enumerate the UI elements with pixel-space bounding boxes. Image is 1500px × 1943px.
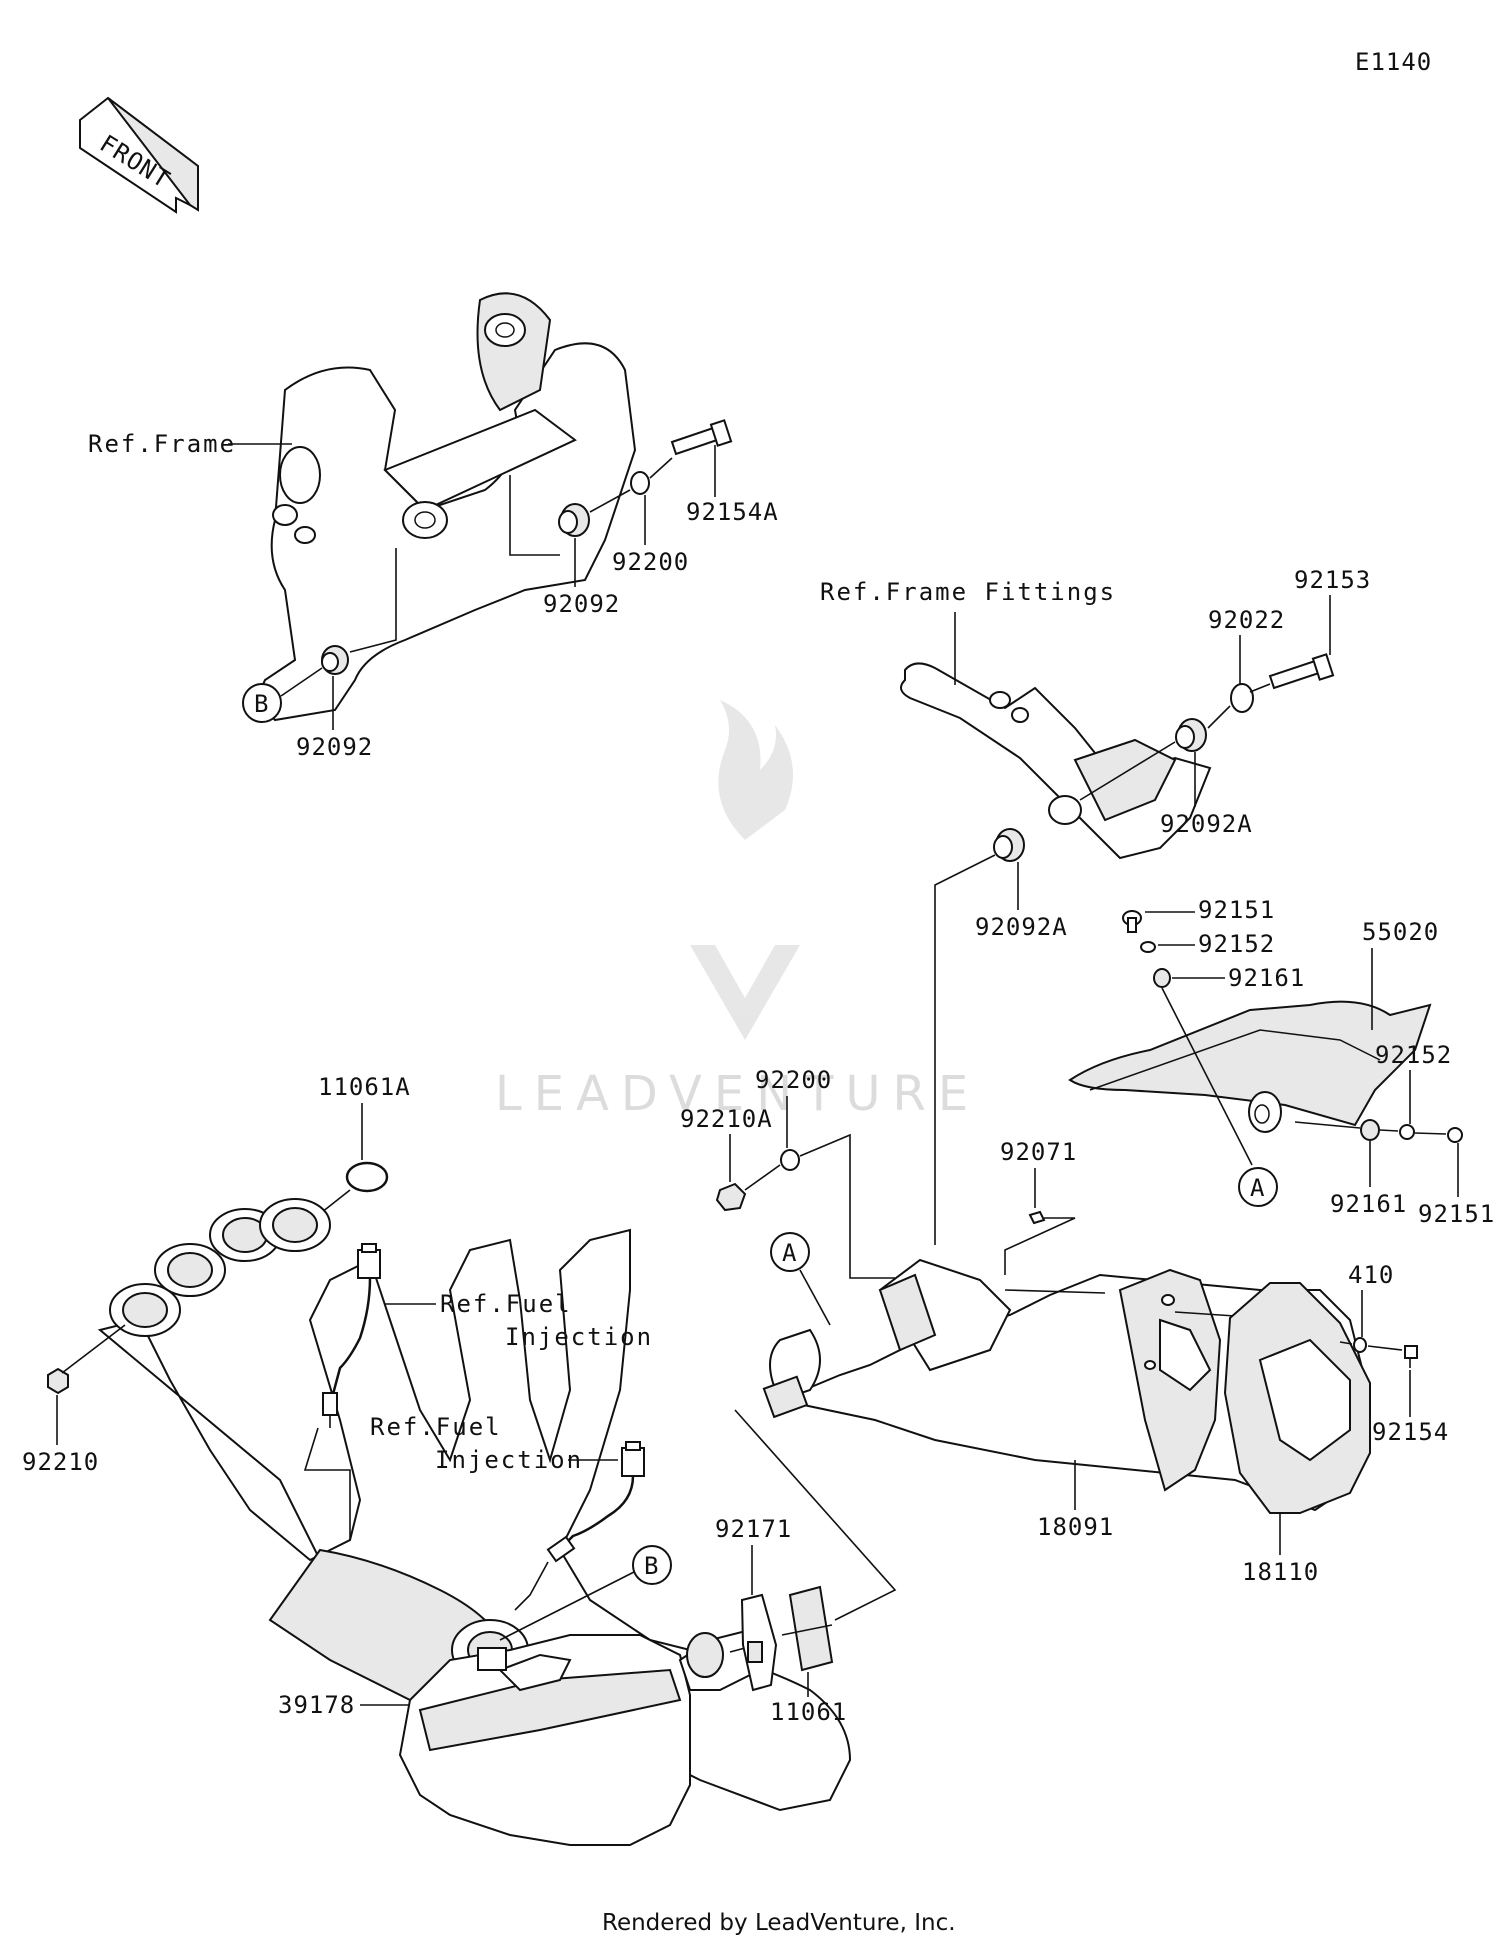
callout-a-right <box>1238 1167 1278 1207</box>
ref-frame: Ref.Frame <box>88 430 236 458</box>
callout-a-left-label: A <box>782 1239 797 1267</box>
part-92200-mid: 92200 <box>755 1066 832 1094</box>
bushing-92092-left <box>321 645 349 675</box>
washer-92200 <box>630 471 650 495</box>
watermark: LEADVENTURE <box>495 700 980 1122</box>
bolt-92153 <box>1268 653 1335 690</box>
frame-assembly <box>260 292 637 722</box>
part-92210: 92210 <box>22 1448 99 1476</box>
fastener-stack-right <box>1360 1119 1463 1143</box>
ref-fuel-injection-1-line2: Injection <box>505 1323 653 1351</box>
callout-b-lower <box>632 1545 672 1585</box>
nut-92210A <box>715 1182 747 1212</box>
part-92151-right: 92151 <box>1418 1200 1495 1228</box>
gasket-11061A <box>345 1161 389 1193</box>
footer-credit: Rendered by LeadVenture, Inc. <box>602 1910 956 1936</box>
silencer-18091 <box>762 1258 1372 1512</box>
o2-sensor-upper <box>322 1243 381 1428</box>
part-92092-left: 92092 <box>296 733 373 761</box>
part-92151-top: 92151 <box>1198 896 1275 924</box>
part-92210A: 92210A <box>680 1105 773 1133</box>
washer-92022 <box>1230 683 1254 713</box>
frame-fittings <box>900 662 1212 860</box>
bushing-92092-top <box>558 503 590 537</box>
part-92152-right: 92152 <box>1375 1041 1452 1069</box>
part-92152-top: 92152 <box>1198 930 1275 958</box>
part-11061A: 11061A <box>318 1073 411 1101</box>
part-92171: 92171 <box>715 1515 792 1543</box>
part-39178: 39178 <box>278 1691 355 1719</box>
ref-frame-fittings: Ref.Frame Fittings <box>820 578 1116 606</box>
watermark-text: LEADVENTURE <box>495 1066 980 1122</box>
callout-b-lower-label: B <box>644 1552 659 1580</box>
o2-sensor-lower <box>546 1441 645 1563</box>
bushing-92092A-lower <box>993 828 1025 862</box>
callout-b-left <box>242 683 282 723</box>
header-flanges <box>109 1198 331 1337</box>
clamp-92171 <box>740 1593 778 1692</box>
fastener-stack-top <box>1122 910 1171 988</box>
diagram-code: E1140 <box>1355 48 1432 76</box>
washer-92200-mid <box>780 1149 800 1171</box>
part-92092A-lower: 92092A <box>975 913 1068 941</box>
callout-a-right-label: A <box>1250 1174 1265 1202</box>
part-92154: 92154 <box>1372 1418 1449 1446</box>
ref-fuel-injection-1-line1: Ref.Fuel <box>440 1290 572 1318</box>
bolt-92154A <box>670 419 733 456</box>
callout-b-left-label: B <box>254 690 269 718</box>
part-92092-top: 92092 <box>543 590 620 618</box>
part-92022: 92022 <box>1208 606 1285 634</box>
part-92200-top: 92200 <box>612 548 689 576</box>
part-92154A: 92154A <box>686 498 779 526</box>
part-92161-top: 92161 <box>1228 964 1305 992</box>
silencer-cover-18110 <box>1223 1282 1371 1514</box>
bolt-92154 <box>1404 1345 1418 1368</box>
part-410: 410 <box>1348 1261 1394 1289</box>
part-92092A-right: 92092A <box>1160 810 1253 838</box>
ref-fuel-injection-2-line1: Ref.Fuel <box>370 1413 502 1441</box>
part-92071: 92071 <box>1000 1138 1077 1166</box>
pre-chamber-39178 <box>398 1628 762 1846</box>
bushing-92092A-right <box>1175 718 1207 752</box>
heat-guard-55020 <box>1068 1000 1432 1133</box>
part-11061: 11061 <box>770 1698 847 1726</box>
clip-92071 <box>1028 1210 1046 1225</box>
part-92161-right: 92161 <box>1330 1190 1407 1218</box>
part-18091: 18091 <box>1037 1513 1114 1541</box>
part-55020: 55020 <box>1362 918 1439 946</box>
ref-fuel-injection-2-line2: Injection <box>435 1446 583 1474</box>
part-18110: 18110 <box>1242 1558 1319 1586</box>
part-92153: 92153 <box>1294 566 1371 594</box>
front-arrow-icon: FRONT <box>79 96 199 214</box>
nut-92210 <box>47 1367 69 1395</box>
callout-a-left <box>770 1232 810 1272</box>
washer-410 <box>1353 1337 1367 1353</box>
